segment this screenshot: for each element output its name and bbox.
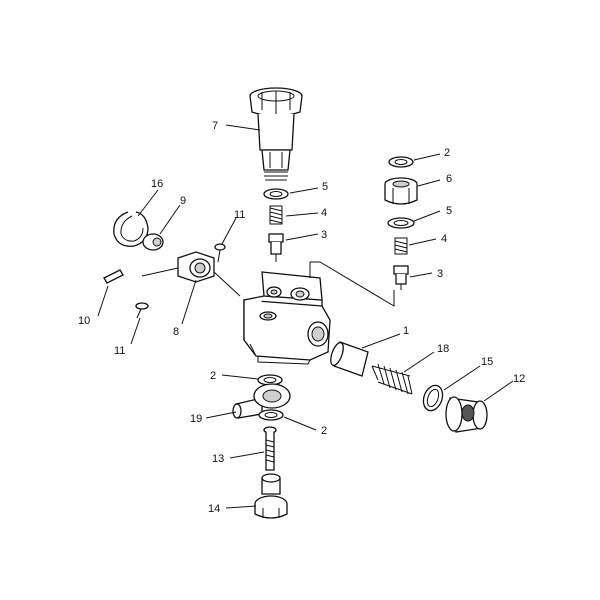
callout-8: 8 <box>173 326 179 338</box>
part-11-screw-upper <box>214 243 226 263</box>
callout-2-top: 2 <box>444 147 450 159</box>
part-16-snap-ring <box>113 211 149 247</box>
callout-7: 7 <box>212 120 218 132</box>
part-3-valve-right <box>393 265 409 290</box>
callout-11-upper: 11 <box>234 209 245 221</box>
part-13-bolt <box>263 426 277 471</box>
callout-4-right: 4 <box>441 233 447 245</box>
callout-2-middle: 2 <box>210 370 216 382</box>
part-6-hollow-screw <box>384 177 418 205</box>
callout-6: 6 <box>446 173 452 185</box>
callout-3-left: 3 <box>321 229 327 241</box>
part-19-banjo <box>232 383 291 419</box>
part-14-plug <box>254 473 288 519</box>
callout-18: 18 <box>437 343 449 355</box>
part-7-primer-pump <box>249 87 303 181</box>
callout-4-left: 4 <box>321 207 327 219</box>
part-9-cap <box>142 233 164 251</box>
callout-13: 13 <box>212 453 224 465</box>
pump-body <box>243 261 395 365</box>
part-10-pin <box>103 269 124 284</box>
callout-5-right: 5 <box>446 205 452 217</box>
callout-2-lower: 2 <box>321 425 327 437</box>
callout-10: 10 <box>78 315 90 327</box>
part-2-washer-top-right <box>388 156 414 168</box>
callout-16: 16 <box>151 178 163 190</box>
callout-14: 14 <box>208 503 220 515</box>
callout-19: 19 <box>190 413 202 425</box>
part-12-cap-nut <box>445 396 488 433</box>
part-1-piston <box>330 341 369 377</box>
callout-5-left: 5 <box>322 181 328 193</box>
callout-labels: 7 16 9 11 10 11 8 5 4 3 2 6 5 4 3 1 18 1… <box>78 120 525 515</box>
part-15-gasket <box>422 384 444 412</box>
part-18-spring <box>371 363 413 395</box>
part-5-washer-left <box>263 188 289 200</box>
part-5-washer-right <box>387 217 415 229</box>
callout-3-right: 3 <box>437 268 443 280</box>
part-11-screw-lower <box>135 302 149 319</box>
leader-lines <box>97 124 514 509</box>
callout-15: 15 <box>481 356 493 368</box>
part-8-lever <box>141 251 241 297</box>
callout-11-lower: 11 <box>114 345 125 357</box>
part-2-washer-lower <box>258 409 284 421</box>
part-4-spring-right <box>394 237 408 255</box>
callout-9: 9 <box>180 195 186 207</box>
callout-1: 1 <box>403 325 409 337</box>
callout-12: 12 <box>513 373 525 385</box>
part-4-spring-left <box>269 205 283 225</box>
part-3-valve-left <box>268 233 284 262</box>
